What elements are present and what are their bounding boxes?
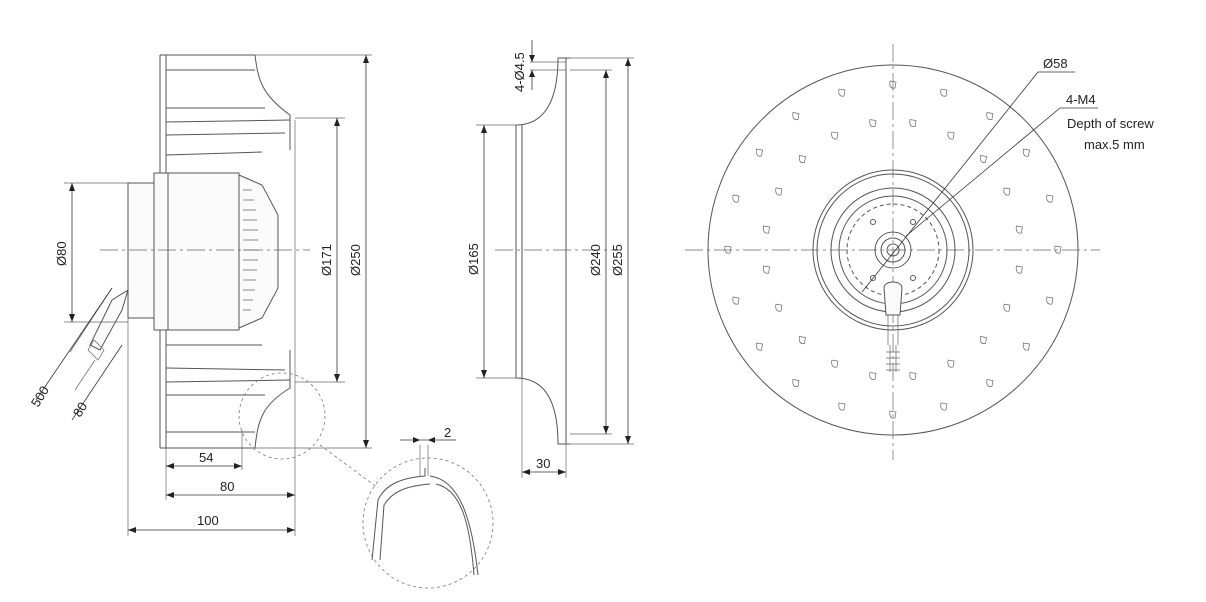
blade-tip-mark: [1015, 265, 1023, 274]
dim-cable80-label: 80: [70, 399, 90, 419]
blade-tip-mark: [755, 342, 763, 351]
blade-tip-mark: [909, 119, 917, 128]
dim-d58-label: Ø58: [1043, 56, 1068, 71]
side-view: Ø80 Ø171 Ø250 54 80 100 500: [28, 54, 372, 536]
blade-tip-mark: [986, 112, 994, 121]
blade-tip-mark: [1003, 303, 1011, 312]
blade-tip-mark: [838, 402, 846, 411]
blade-tip-mark: [755, 148, 763, 157]
blade-tip-mark: [762, 265, 770, 274]
blade-tip-mark: [889, 80, 897, 89]
blade-tip-mark: [838, 88, 846, 97]
blade-tip-mark: [762, 225, 770, 234]
dim-len100-label: 100: [197, 513, 219, 528]
dim-screws-label: 4-M4: [1066, 92, 1096, 107]
note-line2: max.5 mm: [1084, 137, 1145, 152]
motor-body: [153, 172, 240, 331]
blade-tip-mark: [798, 336, 806, 345]
dim-d165-label: Ø165: [466, 243, 481, 275]
blade-tip-mark: [889, 410, 897, 419]
dim-d255-label: Ø255: [610, 244, 625, 276]
blade-tip-mark: [1015, 225, 1023, 234]
blade-tip-mark: [732, 296, 740, 305]
blade-tip-mark: [940, 88, 948, 97]
blade-tip-mark: [775, 187, 783, 196]
blade-tip-mark: [792, 379, 800, 388]
blade-tip-mark: [1022, 342, 1030, 351]
blade-tip-mark: [831, 359, 839, 368]
dim-len54-label: 54: [199, 450, 213, 465]
motor-fins: [238, 174, 279, 329]
blade-tip-mark: [979, 336, 987, 345]
dim-d171-label: Ø171: [319, 244, 334, 276]
dim-d250-label: Ø250: [348, 244, 363, 276]
blade-tip-mark: [1054, 245, 1062, 254]
blade-tip-mark: [724, 245, 732, 254]
blade-tip-mark: [1046, 296, 1054, 305]
dim-cable500-label: 500: [28, 383, 52, 409]
blade-tip-mark: [869, 372, 877, 380]
note-line1: Depth of screw: [1067, 116, 1154, 131]
blade-tip-mark: [1046, 194, 1054, 203]
blade-tip-mark: [986, 379, 994, 388]
blade-tips: [724, 80, 1062, 419]
cable-gland: [89, 288, 129, 351]
blade-tip-mark: [947, 131, 955, 140]
dim-width30-label: 30: [536, 456, 550, 471]
blade-tip-mark: [1022, 148, 1030, 157]
blade-tip-mark: [792, 112, 800, 121]
blade-tip-mark: [979, 155, 987, 164]
blade-tip-mark: [1003, 187, 1011, 196]
detail-callout: 2: [238, 372, 494, 589]
dim-holes-label: 4-Ø4.5: [512, 52, 527, 92]
blade-tip-mark: [947, 359, 955, 368]
blade-tip-mark: [732, 194, 740, 203]
blade-tip-mark: [775, 303, 783, 312]
blade-tip-mark: [940, 402, 948, 411]
dim-d240-label: Ø240: [588, 244, 603, 276]
blade-tip-mark: [909, 372, 917, 380]
dim-len80-label: 80: [220, 479, 234, 494]
blade-tip-mark: [831, 131, 839, 140]
blade-tip-mark: [869, 119, 877, 128]
blade-tip-mark: [798, 155, 806, 164]
motor-hub: [127, 182, 155, 319]
dim-d80-label: Ø80: [54, 241, 69, 266]
detail-dim-label: 2: [444, 425, 451, 440]
inlet-ring-view: 4-Ø4.5 Ø165 Ø240 Ø255 30: [466, 40, 634, 478]
front-view: Ø58 4-M4 Depth of screw max.5 mm: [685, 44, 1154, 460]
